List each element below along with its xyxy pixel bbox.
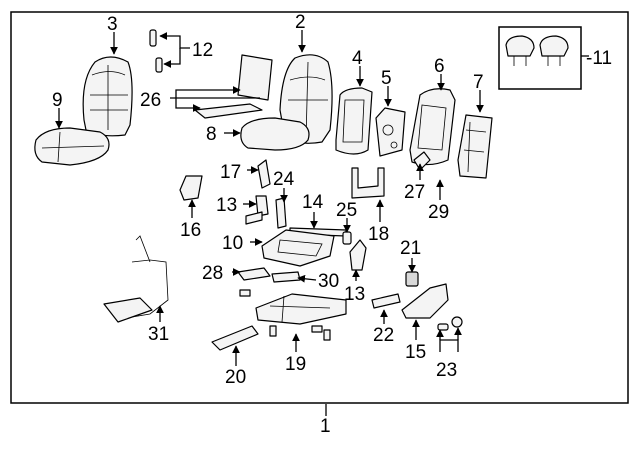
callout-30: 30 xyxy=(318,271,339,292)
callout-15: 15 xyxy=(405,342,426,363)
trim-pieces xyxy=(237,267,301,283)
seat-cushion-cover xyxy=(34,127,110,166)
adjust-knob xyxy=(342,231,352,245)
seat-back-cover xyxy=(82,56,133,137)
diagram-frame xyxy=(10,11,629,404)
callout-23: 23 xyxy=(436,360,457,381)
callout-17: 17 xyxy=(220,162,241,183)
switch-knobs xyxy=(437,316,463,331)
callout-9: 9 xyxy=(52,90,63,111)
side-trim-panel xyxy=(211,325,259,351)
callout-21: 21 xyxy=(400,238,421,259)
callout-8: 8 xyxy=(206,124,217,145)
side-shield xyxy=(401,283,449,319)
callout-16: 16 xyxy=(180,220,201,241)
back-brace xyxy=(351,167,385,199)
recliner-mechanism xyxy=(375,107,406,157)
callout-1: 1 xyxy=(320,416,331,437)
callout-19: 19 xyxy=(285,354,306,375)
headrests xyxy=(505,35,569,66)
callout-5: 5 xyxy=(381,68,392,89)
trim-strip xyxy=(371,293,401,309)
seat-pads xyxy=(194,54,273,119)
leader-lines xyxy=(55,30,589,416)
callout-2: 2 xyxy=(295,12,306,33)
callout-20: 20 xyxy=(225,367,246,388)
callout-24: 24 xyxy=(273,169,295,190)
callout-4: 4 xyxy=(352,48,363,69)
callout-14: 14 xyxy=(302,192,324,213)
callout-13-lower: 13 xyxy=(344,284,365,305)
latch-bracket xyxy=(257,159,271,189)
seat-cushion-pad xyxy=(240,117,310,151)
seat-back-frame xyxy=(335,87,373,155)
callout-12: 12 xyxy=(192,40,213,61)
seat-adjuster-track xyxy=(239,289,347,341)
side-bracket xyxy=(179,175,203,201)
upper-mount-brackets xyxy=(245,195,287,229)
seat-back-rear-panel xyxy=(457,114,493,179)
lower-side-bracket xyxy=(349,239,367,271)
headrest-guide-pins xyxy=(149,29,163,73)
headrest-inset-box xyxy=(498,26,582,90)
callout-7: 7 xyxy=(473,72,484,93)
seat-pan xyxy=(261,229,335,267)
callout-13-upper: 13 xyxy=(216,195,237,216)
seat-back-panel xyxy=(409,88,456,166)
callout-26: 26 xyxy=(140,90,161,111)
callout-11: -11 xyxy=(586,48,612,69)
callout-29: 29 xyxy=(428,202,449,223)
callout-18: 18 xyxy=(368,224,389,245)
callout-6: 6 xyxy=(434,56,445,77)
callout-3: 3 xyxy=(107,14,118,35)
callout-28: 28 xyxy=(202,263,223,284)
callout-27: 27 xyxy=(404,182,425,203)
callout-10: 10 xyxy=(222,233,243,254)
callout-31: 31 xyxy=(148,324,169,345)
callout-25: 25 xyxy=(336,200,357,221)
seat-switch xyxy=(405,271,419,287)
wire-harness xyxy=(103,235,169,323)
callout-labels: 1 2 3 4 5 6 7 8 9 10 -11 12 13 13 14 15 … xyxy=(52,12,612,437)
callout-22: 22 xyxy=(373,325,394,346)
